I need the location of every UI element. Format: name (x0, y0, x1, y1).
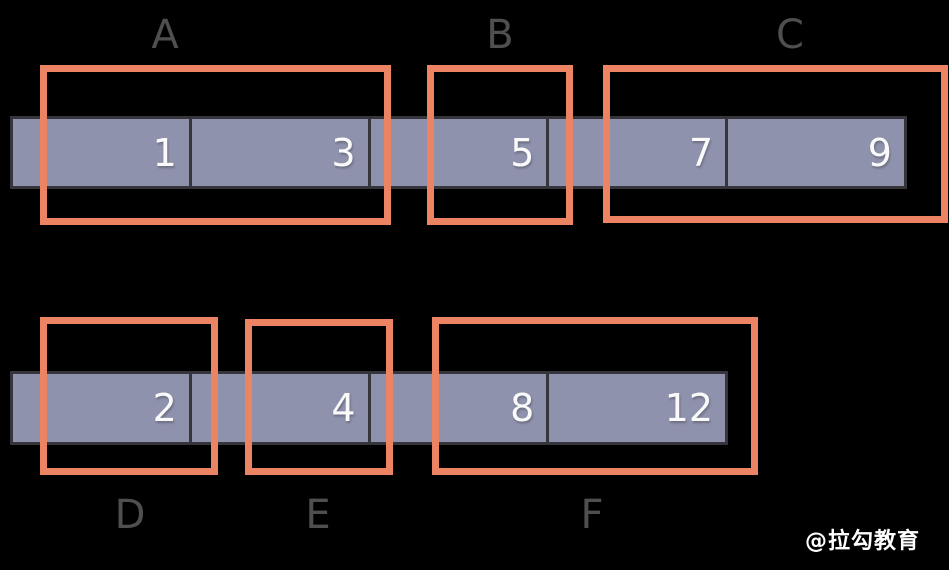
group-box-d (40, 317, 218, 475)
group-box-f (432, 317, 758, 475)
group-box-c (603, 65, 948, 223)
array-cell-1: 1 (13, 119, 192, 186)
group-box-b (427, 65, 573, 225)
watermark: @拉勾教育 (804, 529, 920, 554)
array-cell-12: 12 (664, 386, 713, 430)
group-label-e: E (305, 492, 331, 538)
array-cell-8: 8 (371, 374, 550, 442)
group-box-e (245, 319, 393, 475)
array-cell-9: 9 (867, 130, 892, 175)
group-label-d: D (114, 492, 146, 538)
array-bar-top: 1 3 5 7 9 (10, 116, 907, 189)
array-cell-3: 3 (192, 119, 371, 186)
group-label-a: A (151, 12, 179, 58)
group-label-b: B (486, 12, 514, 58)
group-box-a (40, 65, 391, 225)
array-cell-5: 5 (371, 119, 550, 186)
group-label-f: F (580, 492, 604, 538)
array-bar-bottom: 2 4 8 12 (10, 371, 728, 445)
array-cell-2: 2 (13, 374, 192, 442)
array-cell-7: 7 (549, 119, 729, 186)
group-label-c: C (776, 12, 804, 58)
array-cell-4: 4 (192, 374, 371, 442)
